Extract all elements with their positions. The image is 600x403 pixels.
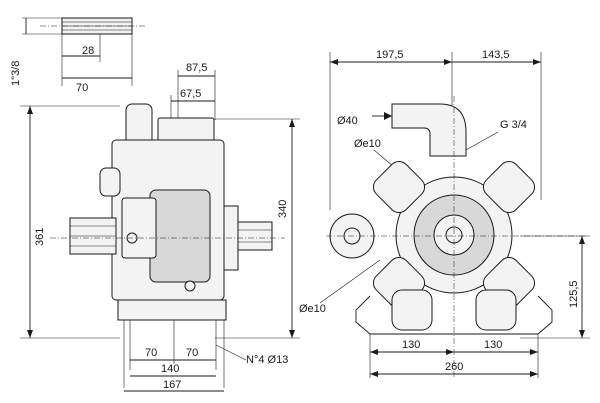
dim-70-b: 70 (186, 347, 198, 359)
label-inlet: Ø40 (337, 115, 358, 127)
label-outlet: G 3/4 (500, 119, 527, 131)
dim-holes: N°4 Ø13 (246, 354, 288, 366)
dim-shaft-70: 70 (76, 82, 88, 94)
dim-143-5: 143,5 (482, 49, 510, 61)
front-view: 197,5 143,5 Ø40 G 3/4 Øe10 (299, 49, 590, 378)
dim-67-5: 67,5 (180, 88, 201, 100)
side-view: 361 340 87,5 67,5 (20, 62, 300, 392)
dim-167: 167 (163, 379, 181, 391)
dim-shaft-thread: 1"3/8 (10, 61, 22, 86)
shaft-detail: 28 70 1"3/8 (10, 17, 145, 94)
label-port-bottom: Øe10 (299, 303, 326, 315)
dim-70-a: 70 (145, 347, 157, 359)
dim-197-5: 197,5 (376, 49, 404, 61)
dim-130-a: 130 (402, 339, 420, 351)
dim-125-5: 125,5 (568, 280, 580, 308)
dim-361: 361 (34, 228, 46, 246)
dim-340: 340 (277, 200, 289, 218)
dim-shaft-28: 28 (82, 45, 94, 57)
label-port-top: Øe10 (354, 138, 381, 150)
dim-260: 260 (445, 361, 463, 373)
dim-140: 140 (161, 363, 179, 375)
dim-87-5: 87,5 (186, 62, 207, 74)
dim-130-b: 130 (484, 339, 502, 351)
